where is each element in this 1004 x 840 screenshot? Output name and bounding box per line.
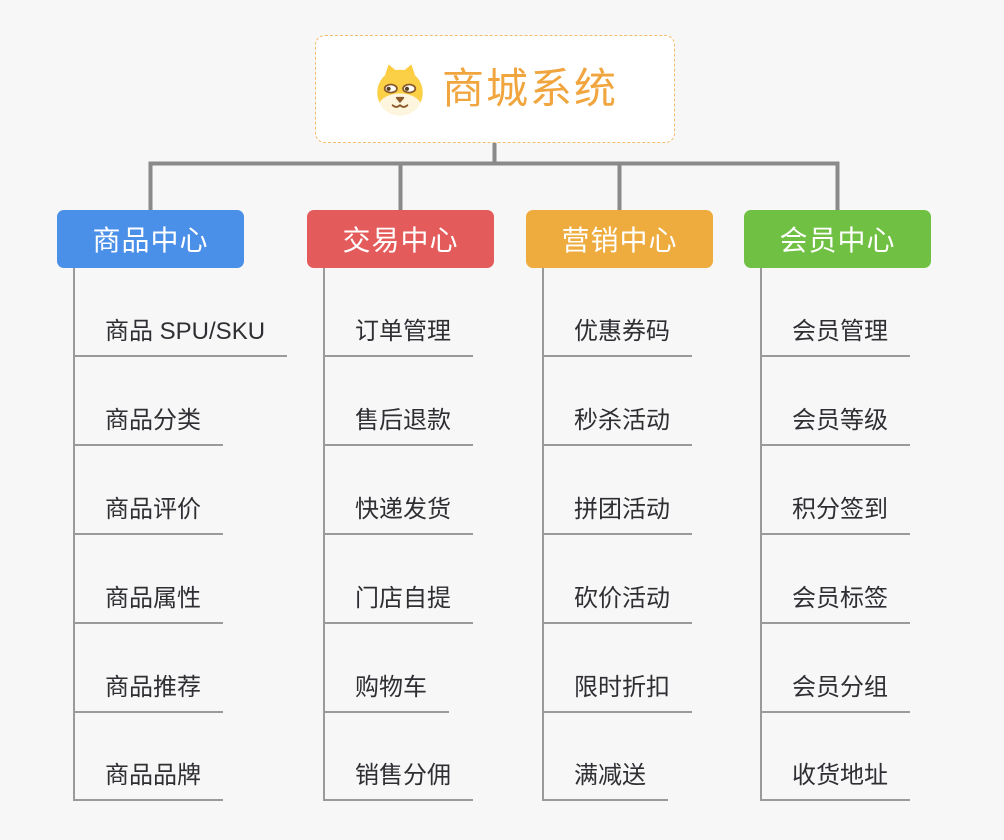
child-node[interactable]: 销售分佣 [323,761,473,801]
child-node[interactable]: 砍价活动 [542,584,692,624]
child-node[interactable]: 秒杀活动 [542,406,692,446]
child-node[interactable]: 售后退款 [323,406,473,446]
child-node[interactable]: 拼团活动 [542,495,692,535]
root-title: 商城系统 [441,65,618,112]
branch-trade-center: 交易中心 订单管理 售后退款 快递发货 门店自提 购物车 销售分佣 [307,210,494,820]
branch-node[interactable]: 营销中心 [526,210,713,268]
child-node[interactable]: 会员等级 [760,406,910,446]
branch-product-center: 商品中心 商品 SPU/SKU 商品分类 商品评价 商品属性 商品推荐 商品品牌 [57,210,288,820]
child-node[interactable]: 积分签到 [760,495,910,535]
branch-marketing-center: 营销中心 优惠券码 秒杀活动 拼团活动 砍价活动 限时折扣 满减送 [526,210,713,820]
child-node[interactable]: 商品推荐 [73,673,223,713]
child-node[interactable]: 会员管理 [760,317,910,357]
branch-node[interactable]: 交易中心 [307,210,494,268]
child-node[interactable]: 商品评价 [73,495,223,535]
root-node[interactable]: 商城系统 [315,35,675,143]
child-node[interactable]: 商品 SPU/SKU [73,317,288,357]
child-node[interactable]: 限时折扣 [542,673,692,713]
branch-node[interactable]: 商品中心 [57,210,244,268]
branch-node[interactable]: 会员中心 [744,210,931,268]
child-node[interactable]: 快递发货 [323,495,473,535]
child-node[interactable]: 门店自提 [323,584,473,624]
child-node[interactable]: 收货地址 [760,761,910,801]
child-node[interactable]: 购物车 [323,673,449,713]
dog-face-icon [377,64,423,116]
child-node[interactable]: 订单管理 [323,317,473,357]
child-node[interactable]: 会员标签 [760,584,910,624]
child-node[interactable]: 会员分组 [760,673,910,713]
child-node[interactable]: 商品属性 [73,584,223,624]
branch-member-center: 会员中心 会员管理 会员等级 积分签到 会员标签 会员分组 收货地址 [744,210,931,820]
child-node[interactable]: 商品分类 [73,406,223,446]
child-node[interactable]: 优惠券码 [542,317,692,357]
child-node[interactable]: 满减送 [542,761,668,801]
child-node[interactable]: 商品品牌 [73,761,223,801]
